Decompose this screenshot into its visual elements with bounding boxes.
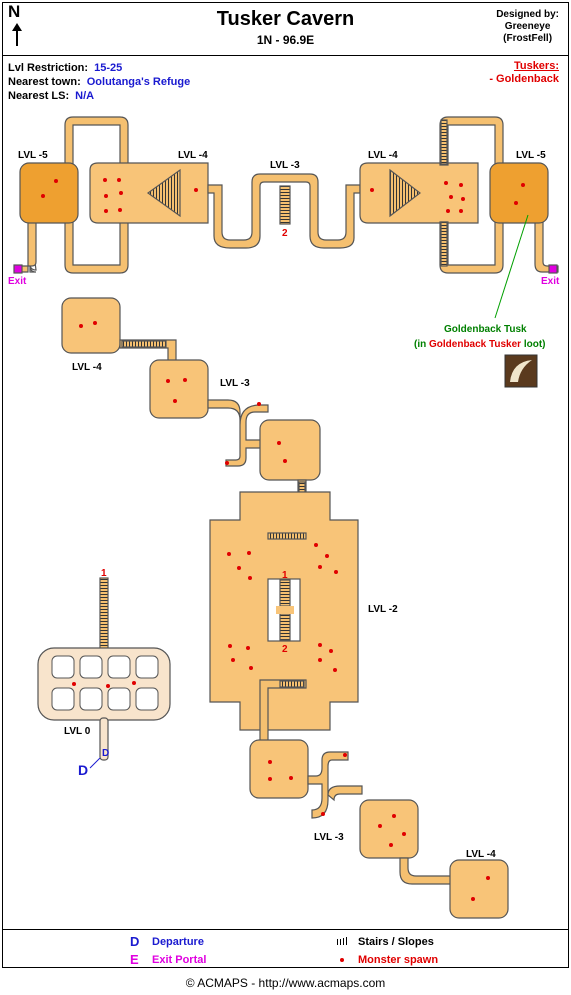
- stairs: [389, 168, 421, 218]
- coordinates: 1N - 96.9E: [256, 33, 315, 47]
- loot-pointer: [494, 214, 529, 319]
- stairs: [279, 579, 291, 607]
- goldenback-tusk-icon: [504, 354, 538, 388]
- nearest-town: Nearest town:Oolutanga's Refuge: [8, 76, 191, 88]
- room-lvl-3-mid-b: [259, 419, 321, 481]
- departure-marker: D: [102, 748, 109, 759]
- exit-portal-right: [548, 264, 558, 274]
- tunnel: [399, 857, 453, 885]
- tunnel: [99, 717, 109, 761]
- legend-stairs-label: Stairs / Slopes: [358, 936, 434, 948]
- legend-divider: [2, 929, 569, 930]
- monster-spawns: [41, 178, 525, 901]
- label-lvl-4-left: LVL -4: [178, 150, 208, 161]
- label-lvl-5-left: LVL -5: [18, 150, 48, 161]
- spawn-icon: [340, 958, 344, 962]
- tunnel: [534, 221, 559, 273]
- label-lvl-3-mid: LVL -3: [220, 378, 250, 389]
- label-lvl-5-right: LVL -5: [516, 150, 546, 161]
- exit-portal-left: [13, 264, 23, 274]
- tunnel: [207, 399, 269, 467]
- tunnel: [327, 785, 363, 802]
- stairs: [440, 119, 448, 165]
- label-lvl-4-mid: LVL -4: [72, 362, 102, 373]
- stairs: [121, 340, 167, 348]
- stairs: [267, 532, 307, 540]
- legend-spawn-label: Monster spawn: [358, 954, 439, 966]
- stairs: [279, 613, 291, 641]
- map-frame: [2, 2, 569, 968]
- exit-label-left: Exit: [8, 276, 27, 287]
- label-lvl-4-bottom: LVL -4: [466, 849, 496, 860]
- stair-marker-1-center: 1: [282, 570, 288, 581]
- stairs: [279, 680, 305, 688]
- room-lvl-3-bottom-b: [359, 799, 419, 859]
- room-lvl-3-mid: [149, 359, 209, 419]
- lvl-restriction: Lvl Restriction:15-25: [8, 62, 123, 74]
- tunnel: [439, 221, 504, 274]
- north-arrow-icon: [12, 23, 22, 46]
- legend-exit-label: Exit Portal: [152, 954, 207, 966]
- legend-departure-label: Departure: [152, 936, 204, 948]
- room-lvl-3-bottom: [249, 739, 309, 799]
- stair-marker-2-top: 2: [282, 228, 288, 239]
- room-lvl-5-right: [489, 162, 549, 224]
- stair-marker-2-center: 2: [282, 644, 288, 655]
- label-lvl-2: LVL -2: [368, 604, 398, 615]
- legend-exit-symbol: E: [130, 952, 139, 967]
- page-title: Tusker Cavern: [216, 8, 355, 30]
- entry-alcoves: [51, 655, 159, 711]
- label-lvl-4-right: LVL -4: [368, 150, 398, 161]
- header-divider: [2, 55, 569, 56]
- stairs-icon: [337, 937, 347, 945]
- stairs: [440, 221, 448, 267]
- room-lvl-5-left: [19, 162, 79, 224]
- room-lvl-4-mid: [61, 297, 121, 354]
- tunnel: [64, 116, 129, 166]
- tunnel: [64, 221, 129, 274]
- designer-credit: Designed by: Greeneye (FrostFell): [496, 9, 559, 44]
- loot-source: (in Goldenback Tusker loot): [414, 339, 546, 350]
- label-lvl-3-top: LVL -3: [270, 160, 300, 171]
- legend-departure-symbol: D: [130, 934, 140, 949]
- exit-label-right: Exit: [541, 276, 560, 287]
- room-lvl-4-bottom: [449, 859, 509, 919]
- loot-item-name: Goldenback Tusk: [444, 324, 527, 335]
- stair-marker-1-entry: 1: [101, 568, 107, 579]
- departure-label: D: [78, 762, 88, 778]
- tunnel: [439, 116, 504, 166]
- stairs: [99, 577, 109, 651]
- nearest-lifestone: Nearest LS:N/A: [8, 90, 95, 102]
- label-lvl-3-bottom: LVL -3: [314, 832, 344, 843]
- north-indicator: N: [8, 2, 21, 21]
- stairs: [279, 185, 291, 225]
- tuskers-list: Tuskers: - Goldenback: [489, 60, 559, 85]
- label-lvl-0: LVL 0: [64, 726, 91, 737]
- stairs: [146, 168, 181, 218]
- tunnel: [307, 751, 349, 819]
- copyright: © ACMAPS - http://www.acmaps.com: [185, 976, 386, 990]
